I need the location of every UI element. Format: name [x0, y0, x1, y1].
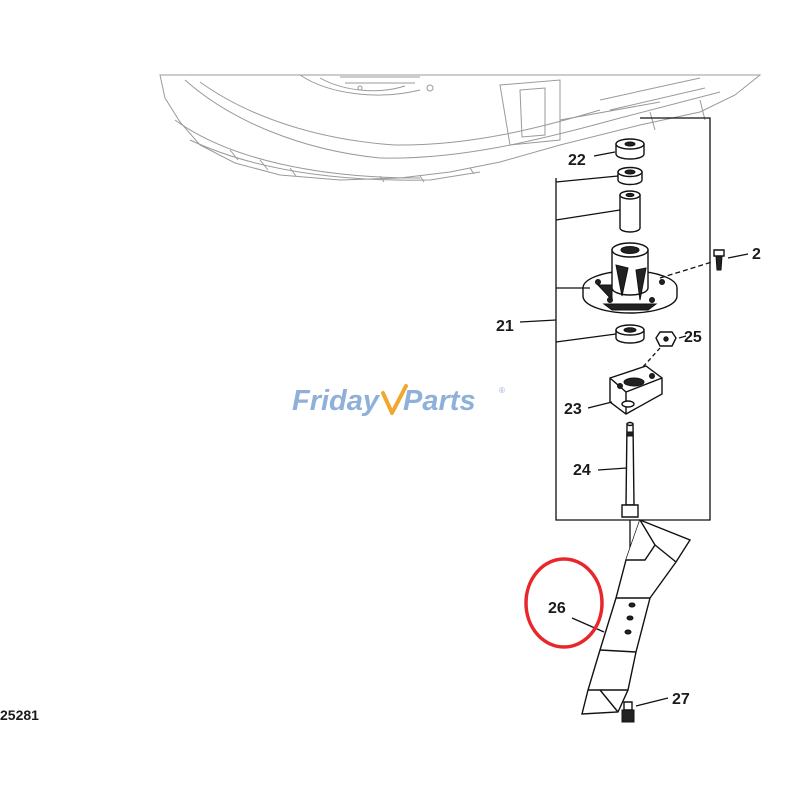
part-23-mounting-block	[609, 365, 663, 415]
callout-23: 23	[564, 401, 582, 418]
leader-2-dashed	[659, 261, 713, 279]
highlight-circle	[524, 557, 604, 649]
leader-lower-bearing	[555, 333, 617, 343]
callout-22: 22	[568, 152, 586, 169]
callout-24: 24	[573, 462, 591, 479]
callout-26: 26	[548, 600, 566, 617]
part-25-nut	[655, 331, 677, 347]
part-24-shaft	[621, 421, 639, 518]
part-bearing-ring	[617, 166, 643, 186]
callout-2: 2	[752, 246, 761, 263]
assembly-frame	[555, 117, 711, 521]
mower-deck-outline	[159, 74, 762, 183]
part-21-spindle-housing	[582, 242, 678, 314]
part-22-washer	[615, 138, 645, 160]
watermark-brand-part2: Parts	[403, 385, 476, 417]
watermark-brand-part1: Friday	[292, 385, 381, 417]
leader-26	[571, 617, 605, 633]
part-27-bolt	[621, 701, 635, 723]
leader-25-dashed	[641, 347, 661, 369]
leader-bearing	[555, 175, 619, 183]
friday-parts-watermark: Friday Parts ®	[292, 384, 505, 417]
part-lower-bearing	[615, 324, 645, 344]
leader-spacer	[555, 209, 621, 221]
watermark-registered: ®	[499, 386, 505, 395]
leader-27	[635, 697, 669, 707]
leader-24	[597, 467, 628, 471]
leader-22	[593, 151, 616, 157]
callout-21: 21	[496, 318, 514, 335]
leader-21	[519, 319, 557, 323]
leader-23	[587, 401, 613, 409]
callout-25: 25	[684, 329, 702, 346]
watermark-swoosh	[381, 384, 408, 415]
figure-code: 25281	[0, 707, 39, 723]
part-spacer-tube	[619, 190, 641, 233]
leader-25	[678, 335, 687, 339]
callout-27: 27	[672, 691, 690, 708]
part-26-blade	[581, 519, 692, 715]
part-2-screw	[713, 249, 725, 271]
leader-2	[727, 253, 749, 259]
